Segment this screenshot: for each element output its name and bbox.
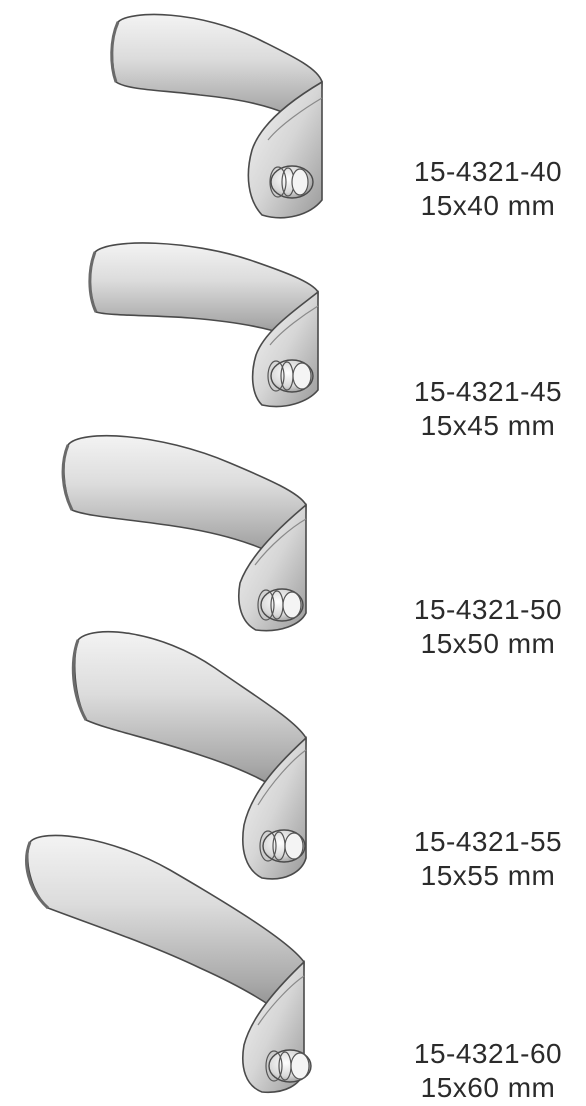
retractor-blade-image [61,434,307,632]
retractor-blade-image [71,630,307,880]
product-label-4: 15-4321-55 15x55 mm [398,825,578,893]
retractor-blade-2 [0,230,340,410]
product-label-2: 15-4321-45 15x45 mm [398,375,578,443]
product-code: 15-4321-60 [413,1038,563,1069]
product-size: 15x55 mm [420,860,556,891]
mounting-peg [265,1049,312,1083]
retractor-blade-4 [0,620,340,890]
product-label-3: 15-4321-50 15x50 mm [398,593,578,661]
product-code: 15-4321-50 [413,594,563,625]
product-code: 15-4321-40 [413,156,563,187]
product-label-1: 15-4321-40 15x40 mm [398,155,578,223]
product-size: 15x50 mm [420,628,556,659]
product-code: 15-4321-55 [413,826,563,857]
retractor-blade-image [88,242,319,408]
retractor-blade-5 [0,820,340,1106]
mounting-peg [259,829,306,863]
mounting-peg [267,359,314,393]
product-size: 15x60 mm [420,1072,556,1103]
mounting-peg [269,165,314,199]
mounting-peg [257,588,304,622]
product-label-5: 15-4321-60 15x60 mm [398,1037,578,1105]
retractor-blade-image [25,834,312,1094]
product-size: 15x45 mm [420,410,556,441]
retractor-blade-3 [0,415,340,640]
product-code: 15-4321-45 [413,376,563,407]
retractor-blade-image [110,13,323,219]
retractor-blade-1 [0,0,340,230]
product-size: 15x40 mm [420,190,556,221]
